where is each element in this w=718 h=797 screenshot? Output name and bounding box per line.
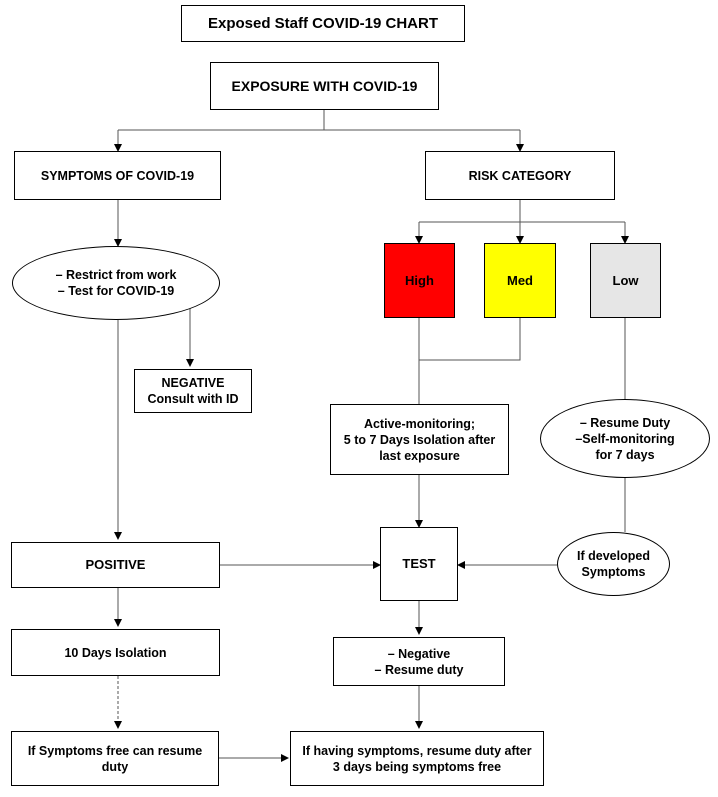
high-risk-box: High: [384, 243, 455, 318]
risk-category-box: RISK CATEGORY: [425, 151, 615, 200]
negative-consult-box: NEGATIVE Consult with ID: [134, 369, 252, 413]
restrict-test-ellipse: – Restrict from work – Test for COVID-19: [12, 246, 220, 320]
positive-box: POSITIVE: [11, 542, 220, 588]
connector-risk-split: [419, 200, 625, 223]
connector-high-med-merge: [418, 318, 521, 404]
negative-resume-box: – Negative – Resume duty: [333, 637, 505, 686]
low-risk-box: Low: [590, 243, 661, 318]
symptoms-free-resume-box: If Symptoms free can resume duty: [11, 731, 219, 786]
if-developed-symptoms-ellipse: If developed Symptoms: [557, 532, 670, 596]
ten-days-isolation-box: 10 Days Isolation: [11, 629, 220, 676]
exposure-box: EXPOSURE WITH COVID-19: [210, 62, 439, 110]
connector-exposure-split: [118, 109, 520, 131]
test-box: TEST: [380, 527, 458, 601]
chart-title: Exposed Staff COVID-19 CHART: [181, 5, 465, 42]
active-monitoring-box: Active-monitoring; 5 to 7 Days Isolation…: [330, 404, 509, 475]
resume-self-monitoring-ellipse: – Resume Duty –Self-monitoring for 7 day…: [540, 399, 710, 478]
symptoms-box: SYMPTOMS OF COVID-19: [14, 151, 221, 200]
med-risk-box: Med: [484, 243, 556, 318]
having-symptoms-resume-box: If having symptoms, resume duty after 3 …: [290, 731, 544, 786]
